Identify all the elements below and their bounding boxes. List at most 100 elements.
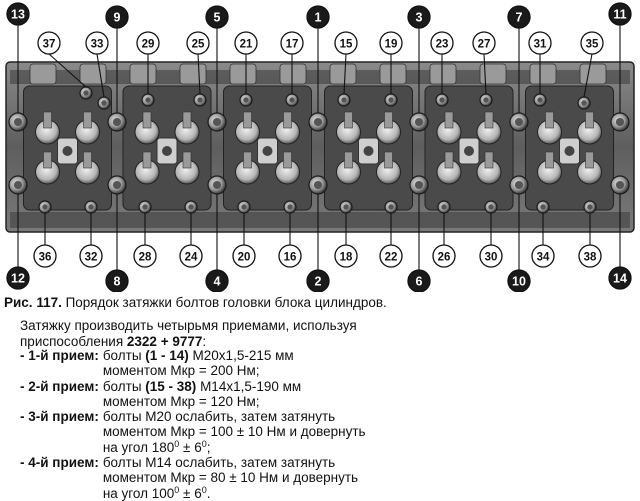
bolt-number: 9 — [114, 11, 121, 25]
secondary-bolt-label-31: 31 — [528, 31, 552, 55]
bolt-number: 15 — [340, 39, 353, 51]
secondary-bolt-label-15: 15 — [334, 31, 358, 55]
bolt-number: 7 — [516, 11, 523, 25]
bolt-number: 36 — [39, 252, 52, 264]
primary-bolt-6 — [409, 175, 429, 195]
cylinder-section — [424, 85, 514, 211]
secondary-bolt-20 — [237, 200, 251, 214]
rail-boss — [229, 63, 257, 85]
primary-bolt-10 — [509, 175, 529, 195]
step-label: - 4-й прием: — [20, 455, 99, 471]
bolt-number: 20 — [238, 252, 251, 264]
bolt-number: 13 — [11, 8, 25, 22]
cylinder-section — [23, 85, 112, 211]
bolt-number: 30 — [485, 252, 498, 264]
secondary-bolt-27 — [479, 93, 493, 107]
primary-bolt-label-1: 1 — [306, 5, 330, 29]
bolt-number: 3 — [416, 11, 423, 25]
figure-caption: Рис. 117. Порядок затяжки болтов головки… — [4, 294, 387, 311]
leader-line — [48, 53, 87, 88]
primary-bolt-14 — [610, 175, 630, 195]
primary-bolt-2 — [308, 175, 328, 195]
bolt-number: 5 — [214, 11, 221, 25]
bolt-number: 4 — [214, 275, 221, 289]
secondary-bolt-33 — [97, 96, 111, 110]
secondary-bolt-24 — [184, 200, 198, 214]
primary-bolt-label-8: 8 — [105, 269, 129, 292]
primary-bolt-label-3: 3 — [407, 5, 431, 29]
bolt-number: 26 — [438, 252, 451, 264]
rail-boss — [29, 63, 57, 85]
bolt-number: 25 — [192, 39, 205, 51]
secondary-bolt-label-23: 23 — [430, 31, 454, 55]
secondary-bolt-29 — [141, 93, 155, 107]
step-label: - 3-й прием: — [20, 409, 99, 425]
secondary-bolt-label-22: 22 — [379, 244, 403, 268]
primary-bolt-4 — [207, 175, 227, 195]
bolt-number: 16 — [284, 252, 297, 264]
secondary-bolt-30 — [484, 200, 498, 214]
caption-text: Порядок затяжки болтов головки блока цил… — [61, 295, 387, 310]
bolt-number: 2 — [315, 275, 322, 289]
leader-line — [483, 53, 487, 95]
secondary-bolt-19 — [384, 93, 398, 107]
step-line: моментом Мкр = 80 ± 10 Нм и довернуть — [102, 470, 359, 486]
bolt-number: 17 — [286, 39, 299, 51]
secondary-bolt-label-36: 36 — [33, 244, 57, 268]
rail-boss — [429, 63, 457, 85]
secondary-bolt-label-24: 24 — [179, 244, 203, 268]
rail-boss — [329, 63, 357, 85]
bolt-number: 21 — [240, 39, 253, 51]
step-line: на угол 1800 ± 60; — [102, 438, 211, 455]
primary-bolt-label-7: 7 — [507, 5, 531, 29]
primary-bolt-8 — [107, 175, 127, 195]
bolt-number: 31 — [534, 39, 547, 51]
primary-bolt-label-11: 11 — [608, 2, 632, 26]
cylinder-section — [122, 85, 212, 211]
tightening-steps: - 1-й прием: болты (1 - 14) М20х1,5-215 … — [20, 348, 630, 501]
secondary-bolt-34 — [536, 200, 550, 214]
step-line: на угол 1000 ± 60. — [102, 484, 211, 501]
primary-bolt-label-5: 5 — [205, 5, 229, 29]
bolt-number: 24 — [185, 252, 198, 264]
secondary-bolt-32 — [84, 200, 98, 214]
step-4: - 4-й прием: болты М14 ослабить, затем з… — [20, 455, 630, 501]
rail-boss — [179, 63, 207, 85]
primary-bolt-label-13: 13 — [6, 2, 30, 26]
step-label: - 2-й прием: — [20, 378, 99, 394]
step-line: болты М14 ослабить, затем затянуть — [102, 455, 336, 471]
secondary-bolt-label-16: 16 — [278, 244, 302, 268]
secondary-bolt-17 — [285, 93, 299, 107]
bolt-number: 12 — [11, 272, 25, 286]
leader-line — [343, 53, 347, 95]
bolt-number: 29 — [142, 39, 155, 51]
primary-bolt-12 — [8, 175, 28, 195]
primary-bolt-7 — [509, 112, 529, 132]
primary-bolt-label-10: 10 — [507, 269, 531, 292]
primary-bolt-label-14: 14 — [608, 266, 632, 290]
primary-bolt-13 — [8, 112, 28, 132]
secondary-bolt-label-30: 30 — [479, 244, 503, 268]
rail-boss — [79, 63, 107, 85]
secondary-bolt-label-33: 33 — [85, 31, 109, 55]
bolt-number: 8 — [114, 275, 121, 289]
rail-boss — [379, 63, 407, 85]
rail-boss — [479, 63, 507, 85]
bolt-number: 10 — [512, 275, 526, 289]
secondary-bolt-28 — [138, 200, 152, 214]
cylinder-section — [525, 85, 614, 211]
secondary-bolt-label-25: 25 — [186, 31, 210, 55]
secondary-bolt-26 — [437, 200, 451, 214]
secondary-bolt-label-29: 29 — [136, 31, 160, 55]
bolt-number: 11 — [613, 8, 626, 22]
bolt-number: 38 — [584, 252, 597, 264]
step-line: болты (15 - 38) М14х1,5-190 мм — [102, 378, 302, 394]
secondary-bolt-38 — [583, 200, 597, 214]
rail-boss — [579, 63, 607, 85]
primary-bolt-9 — [107, 112, 127, 132]
step-2: - 2-й прием: болты (15 - 38) М14х1,5-190… — [20, 379, 630, 410]
secondary-bolt-36 — [38, 200, 52, 214]
secondary-bolt-18 — [339, 200, 353, 214]
primary-bolt-5 — [207, 112, 227, 132]
